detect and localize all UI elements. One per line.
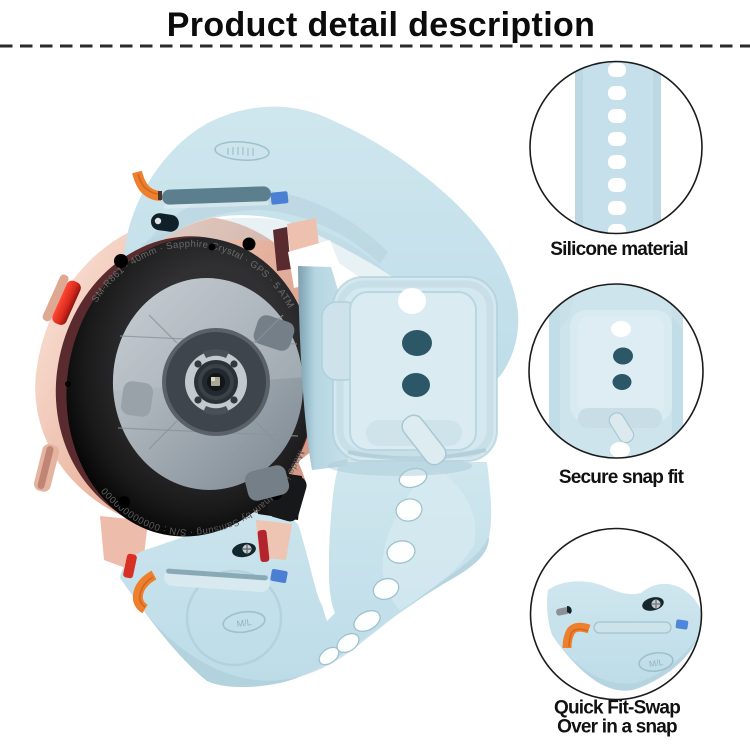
svg-text:Silicone material: Silicone material <box>550 239 687 260</box>
svg-text:Product detail description: Product detail description <box>167 6 596 44</box>
svg-text:Secure snap fit: Secure snap fit <box>559 467 685 488</box>
svg-text:M/L: M/L <box>648 657 664 669</box>
svg-text:M/L: M/L <box>236 617 252 629</box>
svg-text:Over in a snap: Over in a snap <box>557 717 677 738</box>
svg-text:Quick Fit-Swap: Quick Fit-Swap <box>554 698 680 719</box>
